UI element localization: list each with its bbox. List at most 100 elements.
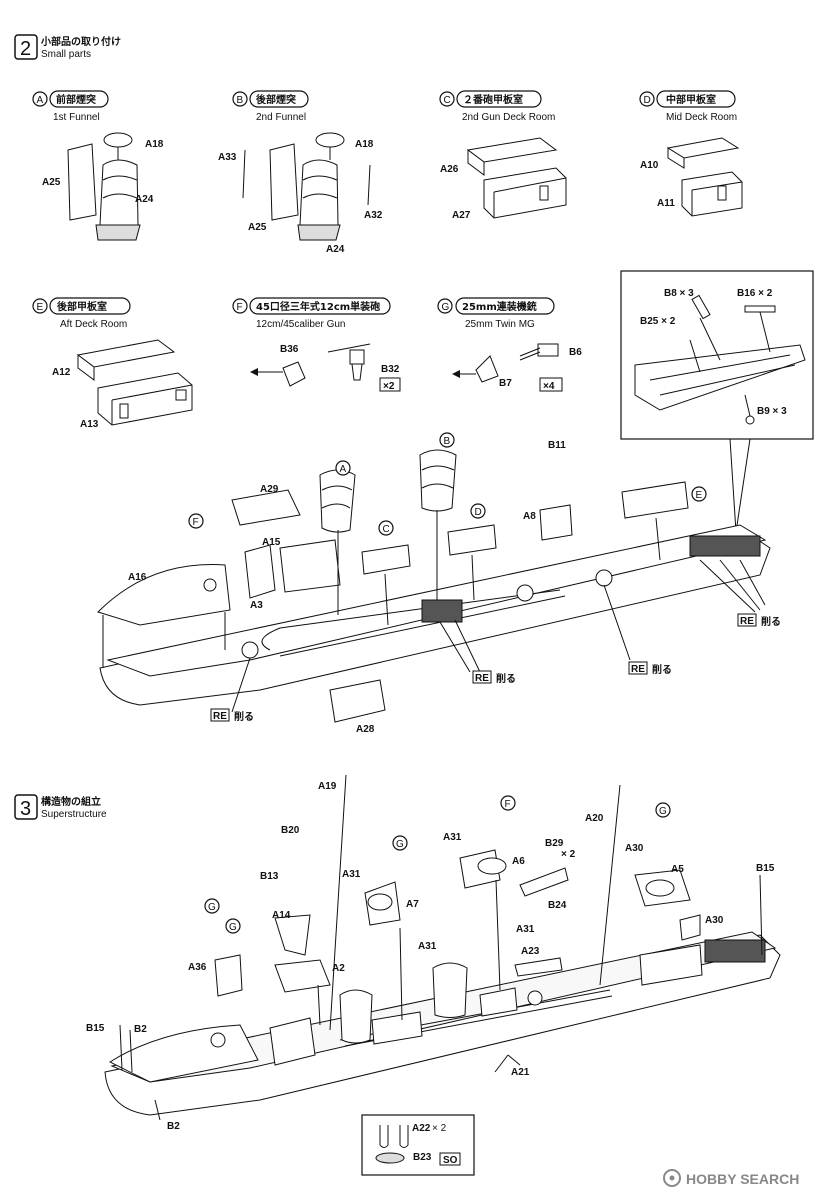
part-label: A24	[326, 244, 345, 255]
part-label: B20	[281, 825, 300, 836]
quantity-label: × 2	[432, 1123, 447, 1134]
part-label: B15	[756, 863, 775, 874]
part-label: B23	[413, 1152, 432, 1163]
part-label: A29	[260, 484, 279, 495]
subassembly-title-en: 25mm Twin MG	[465, 319, 535, 330]
re-badge: RE	[631, 664, 645, 675]
part-label: A20	[585, 813, 604, 824]
subassembly-title-en: 2nd Gun Deck Room	[462, 112, 555, 123]
so-badge: SO	[443, 1155, 458, 1166]
step3-number: 3	[20, 798, 31, 820]
part-label: B13	[260, 871, 279, 882]
callout-letter: G	[396, 839, 404, 850]
part-label: B16 × 2	[737, 288, 773, 299]
re-remove-note: RE 削る	[210, 708, 254, 723]
quantity-badge: ×2	[383, 381, 395, 392]
subassembly-title-jp: 25mm連装機銃	[462, 300, 537, 313]
re-text: 削る	[761, 615, 781, 628]
part-label: A6	[512, 856, 525, 867]
part-label: A11	[657, 198, 675, 209]
subassembly-title-en: Aft Deck Room	[60, 319, 127, 330]
callout-letter: E	[37, 302, 44, 313]
part-label: B29	[545, 838, 564, 849]
part-label: B24	[548, 900, 567, 911]
step2-title-en: Small parts	[41, 49, 91, 60]
re-badge: RE	[213, 711, 227, 722]
a22-detail-box: A22 × 2 B23 SO	[361, 1114, 475, 1176]
subassembly-b: B 後部煙突 2nd Funnel A18 A33 A25 A32 A24	[218, 90, 383, 255]
subassembly-title-en: 12cm/45caliber Gun	[256, 319, 346, 330]
part-label: A25	[42, 177, 61, 188]
part-label: A12	[52, 367, 71, 378]
part-label: A15	[262, 537, 281, 548]
re-text: 削る	[234, 710, 254, 723]
part-label: × 2	[561, 849, 576, 860]
callout-letter: A	[340, 464, 347, 475]
callout-letter: D	[644, 95, 651, 106]
step2-hull-assembly: A29 A15 A16 A3 A28 A8 B11 F A B C D E RE…	[97, 432, 781, 735]
part-label: B15	[86, 1023, 105, 1034]
callout-letter: F	[505, 799, 511, 810]
subassembly-title-jp: 後部煙突	[256, 93, 296, 106]
step2-header: 2 小部品の取り付け Small parts	[14, 34, 121, 60]
step3-assembly: A19 B20 B13 A14 A2 A36 B15 B2 B2 A31 A7 …	[86, 774, 781, 1132]
part-label: A24	[135, 194, 154, 205]
bow-deck-a16	[97, 564, 231, 626]
step3-title-en: Superstructure	[41, 809, 107, 820]
step2-title-jp: 小部品の取り付け	[40, 35, 121, 48]
inset-detail: B8 × 3 B16 × 2 B25 × 2 B9 × 3	[620, 270, 814, 533]
part-label: A14	[272, 910, 291, 921]
part-label: A19	[318, 781, 337, 792]
step2-number: 2	[20, 38, 31, 60]
part-label: A26	[440, 164, 459, 175]
part-label: B32	[381, 364, 400, 375]
callout-letter: G	[229, 922, 237, 933]
part-label: A31	[418, 941, 437, 952]
part-label: A13	[80, 419, 99, 430]
part-label: A5	[671, 864, 684, 875]
callout-letter: D	[475, 507, 482, 518]
quantity-badge: ×4	[543, 381, 555, 392]
part-label: A31	[516, 924, 535, 935]
part-label: B36	[280, 344, 299, 355]
subassembly-title-jp: 前部煙突	[56, 93, 96, 106]
callout-letter: G	[659, 806, 667, 817]
callout-letter: F	[237, 302, 243, 313]
subassembly-title-en: Mid Deck Room	[666, 112, 737, 123]
part-label: A3	[250, 600, 263, 611]
callout-letter: C	[383, 524, 390, 535]
part-label: A18	[145, 139, 164, 150]
callout-letter: E	[696, 490, 703, 501]
subassembly-a: A 前部煙突 1st Funnel A18 A25 A24	[32, 90, 164, 241]
funnel-casing	[67, 143, 97, 221]
subassembly-title-jp: 後部甲板室	[57, 300, 107, 313]
part-label: B25 × 2	[640, 316, 676, 327]
subassembly-title-en: 2nd Funnel	[256, 112, 306, 123]
part-label: A21	[511, 1067, 530, 1078]
part-label: B8 × 3	[664, 288, 694, 299]
part-label: A32	[364, 210, 383, 221]
subassembly-title-jp: 中部甲板室	[666, 93, 716, 106]
part-label: B7	[499, 378, 512, 389]
re-text: 削る	[496, 672, 516, 685]
callout-letter: G	[442, 302, 450, 313]
part-label: A23	[521, 946, 540, 957]
subassembly-title-jp: 45口径三年式12cm単装砲	[256, 300, 380, 313]
part-label: B2	[167, 1121, 180, 1132]
part-label: A27	[452, 210, 471, 221]
re-badge: RE	[475, 673, 489, 684]
subassembly-e: E 後部甲板室 Aft Deck Room A12 A13	[32, 297, 193, 430]
part-label: A33	[218, 152, 237, 163]
part-label: A31	[443, 832, 462, 843]
subassembly-g: G 25mm連装機銃 25mm Twin MG B6 B7 ×4	[437, 297, 582, 392]
callout-letter: G	[208, 902, 216, 913]
part-label: B9 × 3	[757, 406, 787, 417]
subassembly-c: C ２番砲甲板室 2nd Gun Deck Room A26 A27	[439, 90, 567, 221]
subassembly-title-en: 1st Funnel	[53, 112, 100, 123]
part-label: B2	[134, 1024, 147, 1035]
part-label: B6	[569, 347, 582, 358]
part-label: A10	[640, 160, 659, 171]
part-label: A7	[406, 899, 419, 910]
part-label: B11	[548, 440, 566, 451]
part-label: A2	[332, 963, 345, 974]
